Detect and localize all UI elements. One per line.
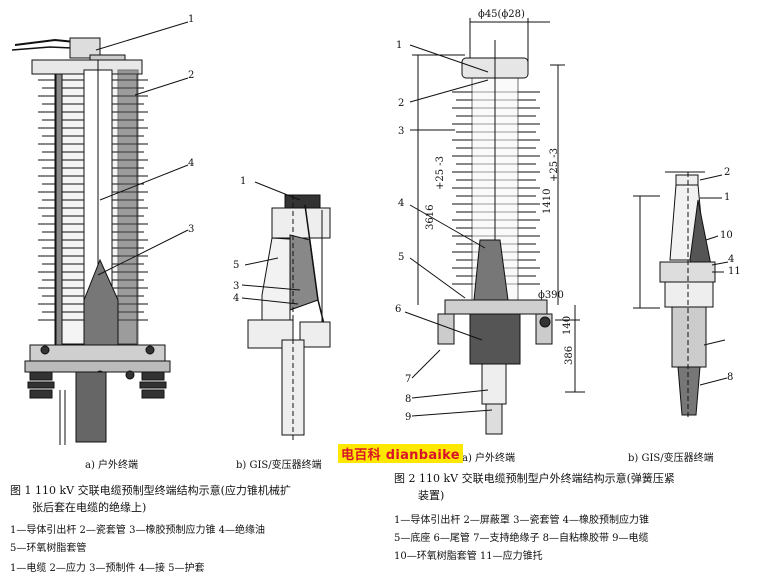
fig1a-label-2: 2 bbox=[188, 70, 194, 81]
fig1a-label-4: 4 bbox=[188, 158, 194, 169]
watermark-logo: 电百科 dianbaike bbox=[338, 444, 463, 463]
fig2a-label-6: 6 bbox=[395, 304, 401, 315]
fig2a-dim-height2: 1410 bbox=[542, 189, 553, 214]
fig1b-label-5: 5 bbox=[233, 260, 239, 271]
fig2a-label-5: 5 bbox=[398, 252, 404, 263]
fig2a-dim-dia: ϕ390 bbox=[538, 290, 564, 301]
fig2a-label-9: 9 bbox=[405, 412, 411, 423]
fig2a-label-7: 7 bbox=[405, 374, 411, 385]
fig2-caption-line1: 图 2 110 kV 交联电缆预制型户外终端结构示意(弹簧压紧 bbox=[394, 472, 675, 485]
fig2a-label-4: 4 bbox=[398, 198, 404, 209]
fig2-caption-line2: 装置) bbox=[418, 489, 445, 502]
fig1a-drawing bbox=[11, 21, 189, 445]
fig1b-label-1: 1 bbox=[240, 176, 246, 187]
fig2a-dim-140: 140 bbox=[562, 316, 573, 335]
fig2b-label-4: 4 bbox=[728, 254, 734, 265]
fig2b-label-2: 2 bbox=[724, 167, 730, 178]
fig2a-drawing bbox=[404, 18, 585, 435]
fig2a-dim-top: ϕ45(ϕ28) bbox=[478, 9, 525, 20]
fig2b-label-8: 8 bbox=[727, 372, 733, 383]
fig2-legend: 1—导体引出杆 2—屏蔽罩 3—瓷套管 4—橡胶预制应力锥 5—底座 6—尾管 … bbox=[394, 512, 649, 566]
fig2a-dim-tol2: +25 -3 bbox=[549, 148, 560, 182]
fig1a-label-1: 1 bbox=[188, 14, 194, 25]
fig2b-subcaption: b) GIS/变压器终端 bbox=[628, 453, 714, 464]
fig1b-label-3: 3 bbox=[233, 281, 239, 292]
fig2-legend-line3: 10—环氧树脂套管 11—应力锥托 bbox=[394, 551, 543, 562]
fig2-caption: 图 2 110 kV 交联电缆预制型户外终端结构示意(弹簧压紧 装置) bbox=[394, 470, 754, 504]
fig1-caption-line1: 图 1 110 kV 交联电缆预制型终端结构示意(应力锥机械扩 bbox=[10, 484, 291, 497]
fig2a-label-3: 3 bbox=[398, 126, 404, 137]
fig1-legend-line1: 1—导体引出杆 2—瓷套管 3—橡胶预制应力锥 4—绝缘油 bbox=[10, 525, 265, 536]
fig2a-label-2: 2 bbox=[398, 98, 404, 109]
fig2a-label-1: 1 bbox=[396, 40, 402, 51]
bottom-partial-text: 1—电缆 2—应力 3—预制件 4—接 5—护套 bbox=[10, 563, 205, 574]
fig2a-dim-tol1: +25 -3 bbox=[435, 156, 446, 190]
fig2a-label-8: 8 bbox=[405, 394, 411, 405]
fig1-legend: 1—导体引出杆 2—瓷套管 3—橡胶预制应力锥 4—绝缘油 5—环氧树脂套管 bbox=[10, 522, 265, 558]
fig2b-drawing bbox=[633, 171, 729, 420]
fig2b-label-1: 1 bbox=[724, 192, 730, 203]
fig1b-drawing bbox=[241, 181, 331, 440]
fig2b-label-10: 10 bbox=[720, 230, 733, 241]
fig1a-label-3: 3 bbox=[188, 224, 194, 235]
fig2a-dim-height1: 3616 bbox=[425, 205, 436, 230]
fig1-legend-line2: 5—环氧树脂套管 bbox=[10, 543, 87, 554]
fig2a-subcaption: a) 户外终端 bbox=[462, 453, 516, 464]
fig1-caption-line2: 张后套在电缆的绝缘上) bbox=[32, 501, 147, 514]
fig1a-subcaption: a) 户外终端 bbox=[85, 460, 139, 471]
fig2-legend-line1: 1—导体引出杆 2—屏蔽罩 3—瓷套管 4—橡胶预制应力锥 bbox=[394, 515, 649, 526]
fig1-caption: 图 1 110 kV 交联电缆预制型终端结构示意(应力锥机械扩 张后套在电缆的绝… bbox=[10, 482, 375, 516]
fig2b-label-11: 11 bbox=[728, 266, 741, 277]
fig2-legend-line2: 5—底座 6—尾管 7—支持绝缘子 8—自粘橡胶带 9—电缆 bbox=[394, 533, 649, 544]
fig2a-dim-386: 386 bbox=[564, 346, 575, 365]
fig1b-label-4: 4 bbox=[233, 293, 239, 304]
fig1b-subcaption: b) GIS/变压器终端 bbox=[236, 460, 322, 471]
